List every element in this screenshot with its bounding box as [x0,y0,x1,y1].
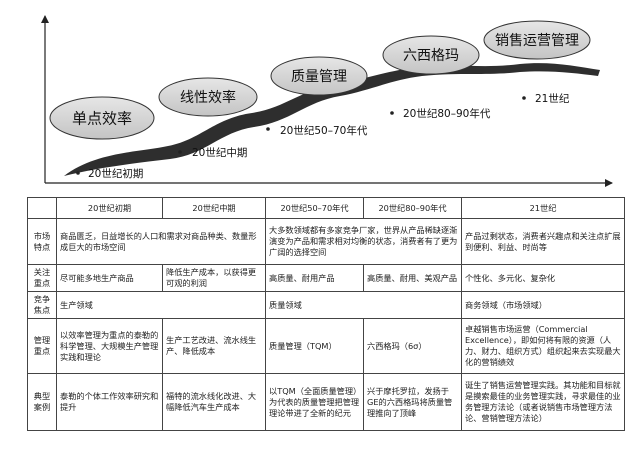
table-row: 竞争焦点生产领域质量领域商务领域（市场领域） [27,291,625,319]
table-row: 管理重点以效率管理为重点的泰勒的科学管理、大规模生产管理实践和理论生产工艺改进、… [27,318,625,374]
table-cell: 以TQM（全面质量管理）为代表的质量管理把管理理论带进了全新的纪元 [265,373,364,431]
era-bullet-icon [390,111,394,115]
stage-ellipse [382,35,480,75]
table-cell: 质量管理（TQM） [265,318,364,374]
column-header [27,197,57,219]
era-label: 20世纪50–70年代 [280,124,368,137]
stage-label: 线性效率 [180,89,236,106]
table-cell: 生产领域 [56,291,266,319]
row-header: 关注重点 [27,264,57,292]
table-cell: 商务领域（市场领域） [461,291,625,319]
column-header: 20世纪中期 [162,197,266,219]
stage-ellipse [270,56,368,96]
column-header: 20世纪初期 [56,197,163,219]
table-cell: 六西格玛（6σ） [363,318,462,374]
era-bullet-icon [178,150,182,154]
table-cell: 兴于摩托罗拉，发扬于GE的六西格玛将质量管理推向了顶峰 [363,373,462,431]
era-label: 21世纪 [535,93,570,105]
table-cell: 质量领域 [265,291,462,319]
table-cell: 大多数领域都有多家竞争厂家，世界从产品稀缺逐渐演变为产品和需求相对均衡的状态，消… [265,218,462,265]
stage-ellipse [49,96,155,140]
table-row: 关注重点尽可能多地生产商品降低生产成本，以获得更可观的利润高质量、耐用产品高质量… [27,264,625,292]
row-header: 典型案例 [27,373,57,431]
table-cell: 诞生了销售运营管理实践。其功能和目标就是摸索最佳的业务管理实践，寻求最佳的业务管… [461,373,625,431]
table-cell: 个性化、多元化、复杂化 [461,264,625,292]
column-header: 20世纪80–90年代 [363,197,462,219]
table-cell: 产品过剩状态，消费者兴趣点和关注点扩展到便利、利益、时尚等 [461,218,625,265]
table-cell: 生产工艺改进、流水线生产、降低成本 [162,318,266,374]
table-cell: 降低生产成本，以获得更可观的利润 [162,264,266,292]
stage-ellipse [158,77,258,117]
table-cell: 高质量、耐用产品 [265,264,364,292]
stage-label: 六西格玛 [403,48,459,64]
table-cell: 高质量、耐用、美观产品 [363,264,462,292]
evolution-diagram: 单点效率 20世纪初期 线性效率 20世纪中期 质量管理 20世纪50–70年代 六西格玛 2… [41,15,613,187]
era-bullet-icon [76,171,80,175]
table-cell: 商品匮乏，日益增长的人口和需求对商品种类、数量形成巨大的市场空间 [56,218,266,265]
stage-ellipse [483,20,591,60]
column-header: 21世纪 [461,197,625,219]
table-cell: 福特的流水线化改进、大幅降低汽车生产成本 [162,373,266,431]
era-bullet-icon [522,96,526,100]
table-row: 典型案例泰勒的个体工作效率研究和提升福特的流水线化改进、大幅降低汽车生产成本以T… [27,373,625,431]
row-header: 市场特点 [27,218,57,265]
era-bullet-icon [266,127,270,131]
table-cell: 泰勒的个体工作效率研究和提升 [56,373,163,431]
stage-label: 销售运营管理 [495,33,579,49]
column-header: 20世纪50–70年代 [265,197,364,219]
table-cell: 卓越销售市场运营（Commercial Excellence），即如何将有限的资… [461,318,625,374]
era-label: 20世纪初期 [88,167,143,180]
era-label: 20世纪80–90年代 [403,107,491,120]
stage-label: 单点效率 [72,109,132,127]
table-row: 市场特点商品匮乏，日益增长的人口和需求对商品种类、数量形成巨大的市场空间大多数领… [27,218,625,265]
growth-band [64,63,600,176]
row-header: 管理重点 [27,318,57,374]
table-cell: 尽可能多地生产商品 [56,264,163,292]
era-label: 20世纪中期 [192,146,247,159]
stage-label: 质量管理 [291,69,347,85]
row-header: 竞争焦点 [27,291,57,319]
table-cell: 以效率管理为重点的泰勒的科学管理、大规模生产管理实践和理论 [56,318,163,374]
